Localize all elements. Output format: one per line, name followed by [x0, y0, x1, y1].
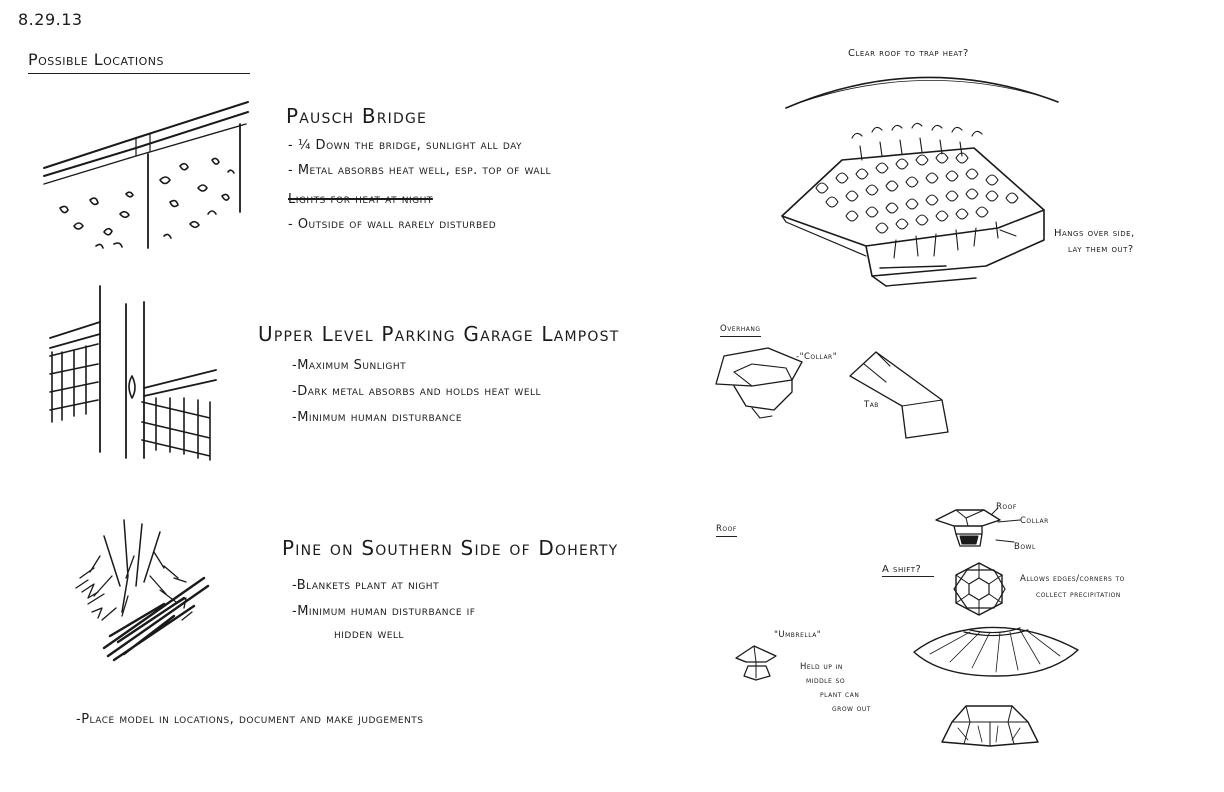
pine-branch-sketch [75, 519, 210, 662]
note-held-4: grow out [832, 704, 871, 714]
location-note: - ¼ Down the bridge, sunlight all day [288, 138, 523, 153]
location-note: -Maximum Sunlight [292, 358, 407, 373]
hexagonal-dome-sketch [941, 705, 1039, 747]
location-note-struck: Lights for heat at night [288, 192, 433, 207]
location-note: hidden well [334, 627, 404, 642]
note-hangs-over-1: Hangs over side, [1054, 228, 1135, 239]
clear-roof-arc [785, 76, 1059, 109]
note-held-2: middle so [806, 676, 846, 686]
location-note: - Outside of wall rarely disturbed [288, 217, 497, 232]
footer-note: -Place model in locations, document and … [76, 712, 424, 727]
callout-leader-lines [991, 507, 1021, 543]
roof-collar-bowl-sketch [935, 509, 1001, 547]
note-umbrella: "Umbrella" [774, 630, 822, 640]
label-overhang: Overhang [720, 324, 761, 337]
parking-garage-sketch [49, 285, 217, 461]
note-held-3: plant can [820, 690, 860, 700]
bridge-wall-sketch [43, 101, 249, 249]
note-hangs-over-2: lay them out? [1068, 244, 1134, 255]
location-title-pine-doherty: Pine on Southern Side of Doherty [282, 536, 619, 560]
note-allows-2: collect precipitation [1036, 590, 1121, 600]
note-held-1: Held up in [800, 662, 843, 672]
label-roof-section: Roof [716, 524, 737, 537]
location-note: -Blankets plant at night [292, 578, 440, 593]
location-note: -Dark metal absorbs and holds heat well [292, 384, 542, 399]
location-title-parking-garage: Upper Level Parking Garage Lampost [258, 322, 620, 346]
page-date: 8.29.13 [18, 10, 83, 29]
overhang-tab-sketch [849, 351, 949, 439]
umbrella-sketch [735, 645, 777, 681]
page-heading: Possible Locations [28, 50, 250, 74]
location-note: -Minimum human disturbance if [292, 604, 476, 619]
location-note: -Minimum human disturbance [292, 410, 463, 425]
note-shift: A shift? [882, 564, 934, 577]
wide-dome-sketch [913, 626, 1079, 677]
shifted-roof-sketch [953, 562, 1006, 616]
note-tab: Tab [864, 400, 879, 410]
callout-roof: Roof [996, 502, 1017, 512]
planter-box-sketch [781, 122, 1045, 287]
location-note: - Metal absorbs heat well, esp. top of w… [288, 163, 552, 178]
note-collar-quote: -"Collar" [796, 352, 838, 362]
callout-collar: Collar [1020, 516, 1049, 526]
overhang-collar-sketch [715, 347, 803, 419]
note-clear-roof: Clear roof to trap heat? [848, 48, 969, 59]
location-title-pausch-bridge: Pausch Bridge [286, 104, 428, 128]
note-allows-1: Allows edges/corners to [1020, 574, 1125, 584]
callout-bowl: Bowl [1014, 542, 1036, 552]
